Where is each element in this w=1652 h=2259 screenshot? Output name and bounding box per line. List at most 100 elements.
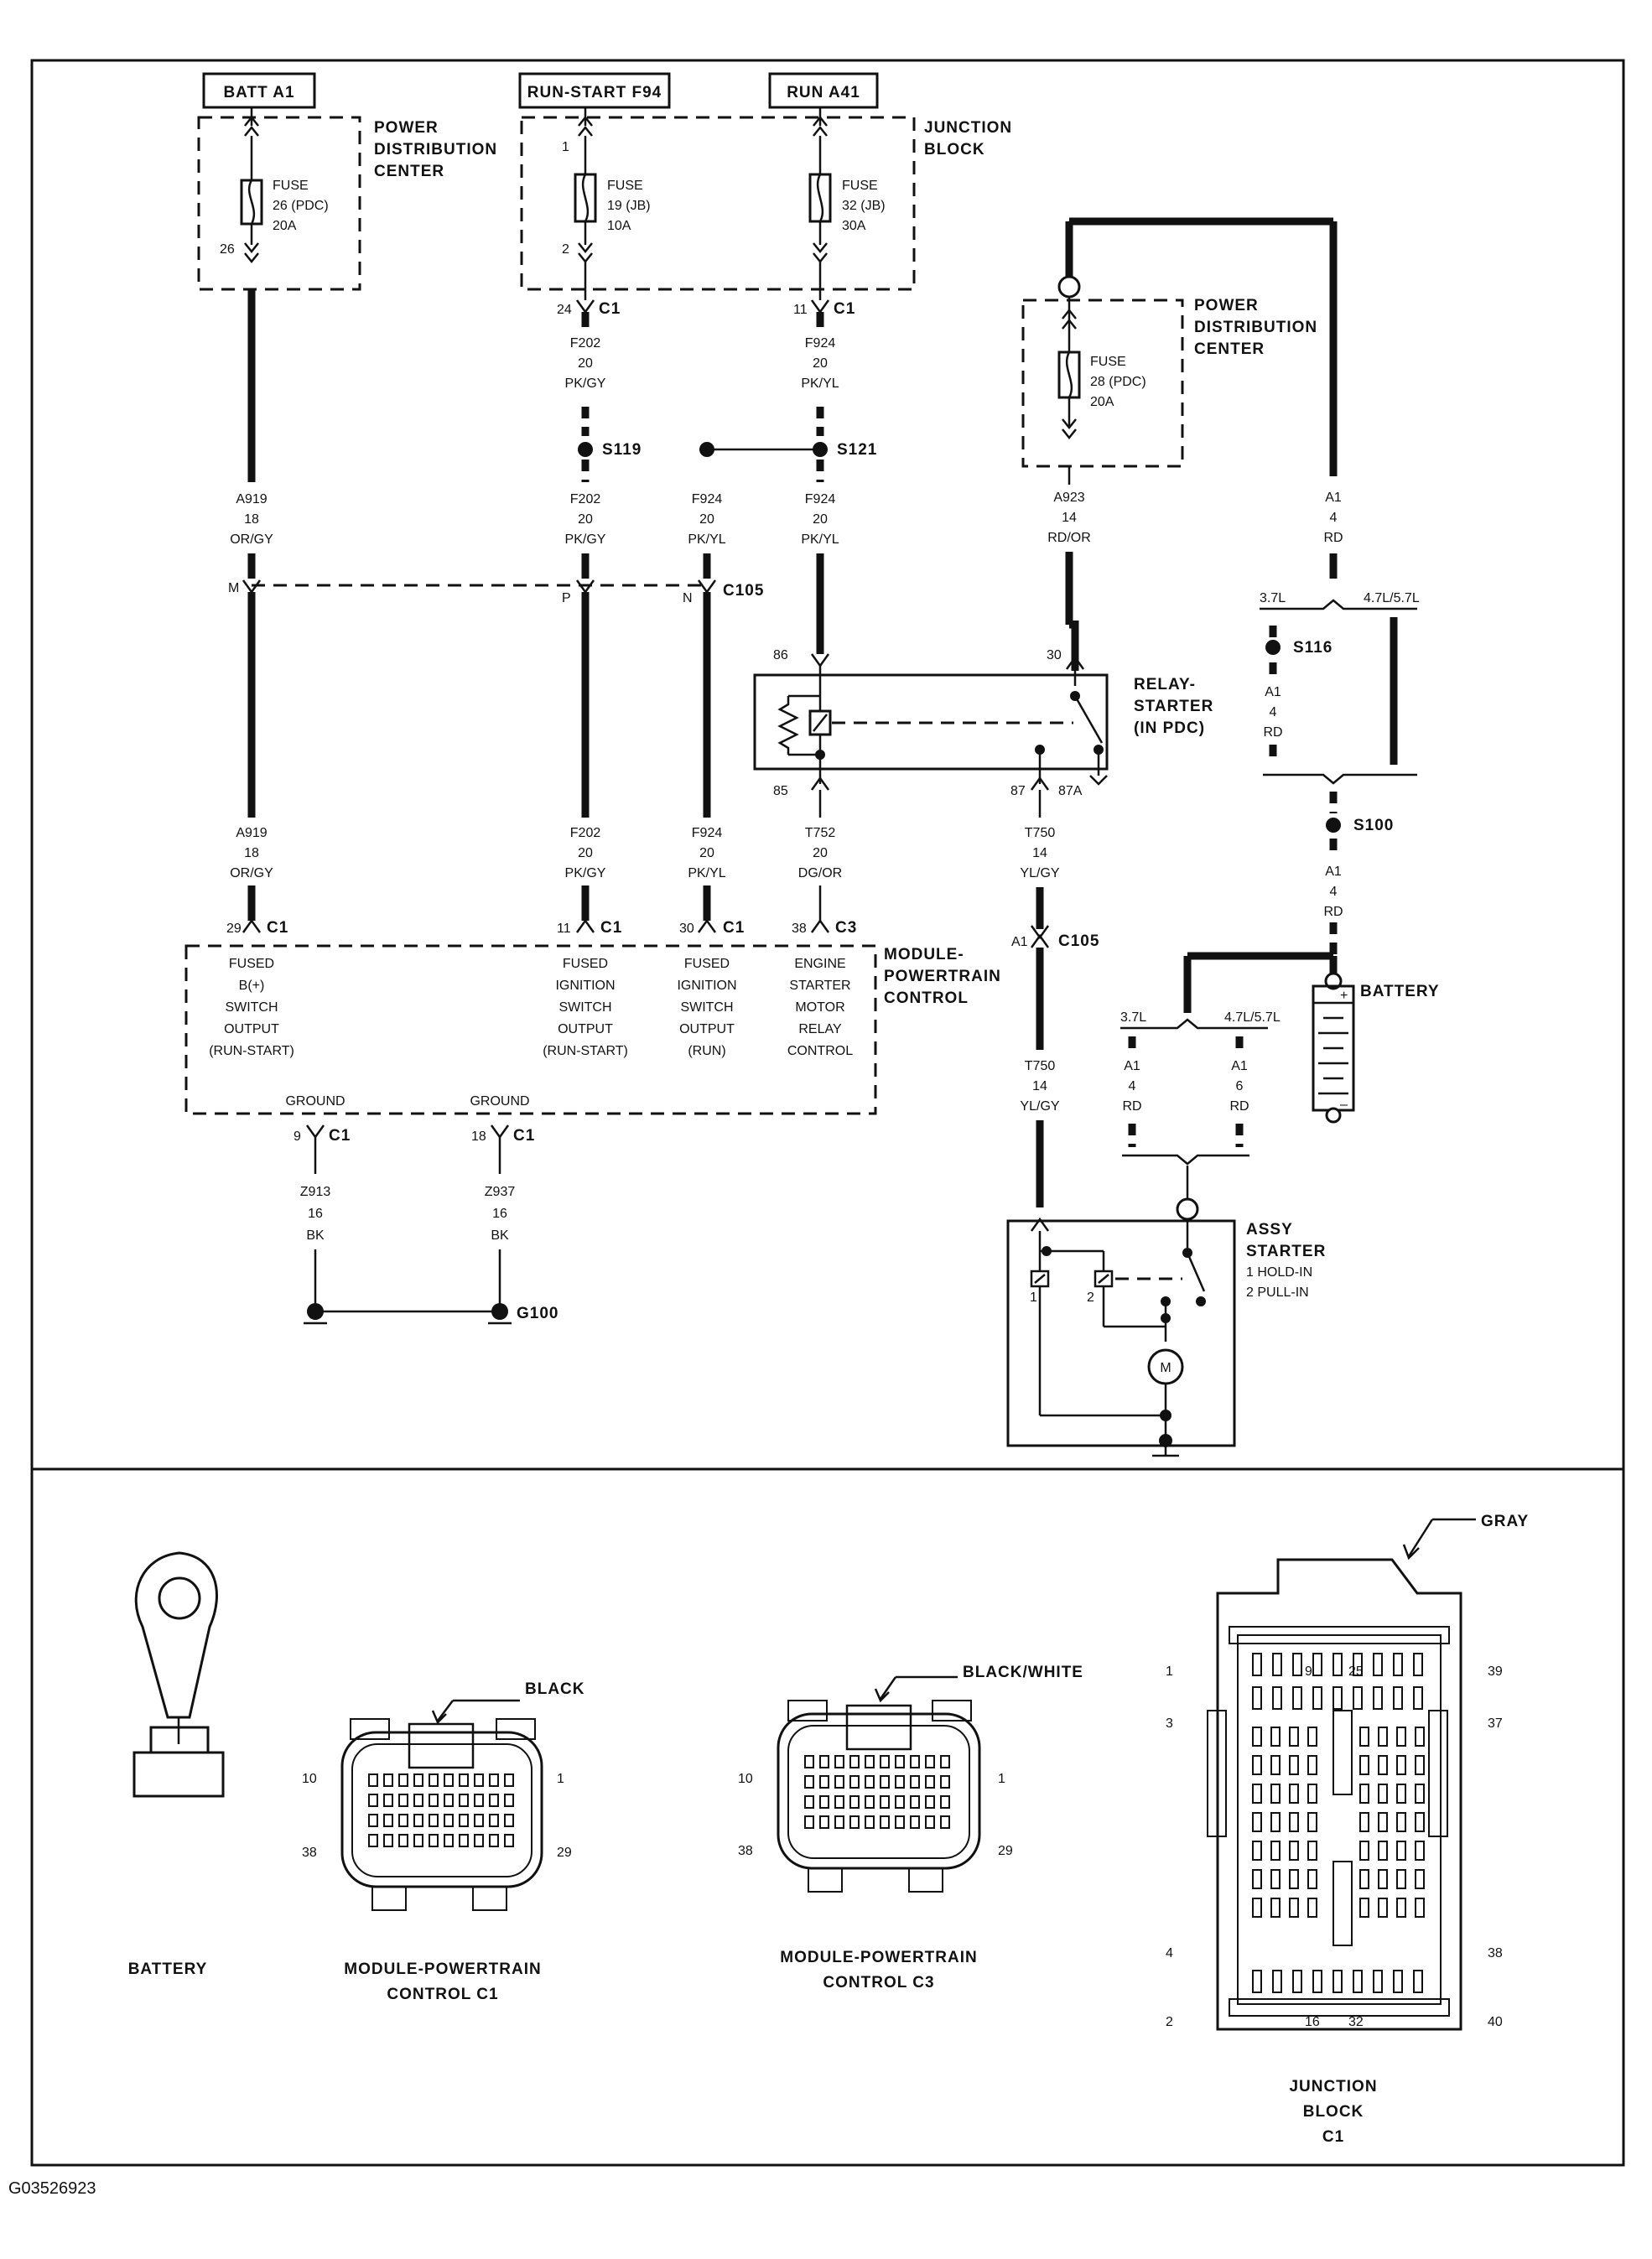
wire-a919: A919 18 OR/GY A919 18 OR/GY 29 C1 xyxy=(226,289,288,937)
pin-cavity xyxy=(413,1794,423,1807)
svg-text:MOTOR: MOTOR xyxy=(795,1000,844,1015)
svg-text:C1: C1 xyxy=(600,919,622,937)
pin-cavity xyxy=(1359,1898,1369,1918)
pin-cavity xyxy=(1289,1784,1299,1804)
svg-text:PK/YL: PK/YL xyxy=(688,532,725,547)
svg-text:CENTER: CENTER xyxy=(374,163,444,180)
pin-cavity xyxy=(1289,1812,1299,1832)
pin-cavity xyxy=(1307,1869,1317,1889)
pin-cavity xyxy=(1396,1784,1406,1804)
pin-cavity xyxy=(925,1775,935,1789)
wire-f924-branch: F924 20 PK/YL F924 20 PK/YL 30 C1 xyxy=(679,442,820,937)
svg-text:16: 16 xyxy=(308,1207,323,1221)
svg-text:18: 18 xyxy=(244,846,259,860)
svg-text:4.7L/5.7L: 4.7L/5.7L xyxy=(1364,591,1420,605)
pin-cavity xyxy=(1359,1727,1369,1747)
svg-text:GROUND: GROUND xyxy=(285,1094,345,1109)
pin-cavity xyxy=(1252,1784,1262,1804)
pin-cavity xyxy=(1252,1686,1262,1710)
pin-cavity xyxy=(1378,1784,1388,1804)
svg-text:18: 18 xyxy=(244,512,259,527)
wire-f202: F202 20 PK/GY S119 F202 20 PK/GY F202 20… xyxy=(557,312,641,937)
svg-text:RD: RD xyxy=(1229,1099,1249,1114)
pin-cavity xyxy=(1252,1653,1262,1676)
svg-text:C105: C105 xyxy=(723,582,764,600)
outer-frame xyxy=(30,59,1625,2167)
svg-text:PK/GY: PK/GY xyxy=(565,866,606,880)
pin-cavity xyxy=(1396,1898,1406,1918)
svg-text:30: 30 xyxy=(679,922,694,936)
svg-text:BLOCK: BLOCK xyxy=(1303,2103,1364,2121)
pin-cavity xyxy=(1415,1841,1425,1861)
svg-text:PK/YL: PK/YL xyxy=(801,376,839,391)
svg-text:GRAY: GRAY xyxy=(1481,1513,1529,1530)
svg-text:F924: F924 xyxy=(805,492,836,506)
pin-cavity xyxy=(474,1834,484,1847)
pin-cavity xyxy=(940,1815,950,1829)
svg-text:RD: RD xyxy=(1323,531,1343,545)
svg-text:PK/YL: PK/YL xyxy=(688,866,725,880)
pin-cavity xyxy=(383,1834,393,1847)
pin-cavity xyxy=(1415,1869,1425,1889)
svg-text:(RUN-START): (RUN-START) xyxy=(209,1044,294,1058)
pin-cavity xyxy=(1359,1755,1369,1775)
svg-text:C105: C105 xyxy=(1058,932,1099,950)
svg-text:C1: C1 xyxy=(723,919,745,937)
svg-text:11: 11 xyxy=(793,303,808,317)
pin-cavity xyxy=(413,1773,423,1787)
svg-text:A1: A1 xyxy=(1265,685,1281,699)
pcm-c3-connector-view: BLACK/WHITE 10 1 38 29 MODULE-POWERTRAIN… xyxy=(738,1664,1083,1992)
svg-text:T750: T750 xyxy=(1025,826,1056,840)
pin-cavity xyxy=(1289,1869,1299,1889)
svg-text:T750: T750 xyxy=(1025,1059,1056,1073)
pdc-top-box: FUSE 26 (PDC) 20A 26 POWER DISTRIBUTION … xyxy=(197,107,496,291)
pin-cavity xyxy=(1359,1841,1369,1861)
pin-cavity xyxy=(880,1795,890,1809)
pin-cavity xyxy=(1307,1841,1317,1861)
pin-cavity xyxy=(474,1794,484,1807)
svg-text:POWERTRAIN: POWERTRAIN xyxy=(884,968,1001,985)
pin-cavity xyxy=(1307,1755,1317,1775)
svg-text:10: 10 xyxy=(302,1772,317,1786)
svg-text:86: 86 xyxy=(773,648,788,662)
pin-cavity xyxy=(1292,1686,1302,1710)
pin-cavity xyxy=(1373,1686,1383,1710)
pin-cavity xyxy=(1252,1970,1262,1993)
svg-text:CONTROL C1: CONTROL C1 xyxy=(387,1986,498,2003)
svg-text:4: 4 xyxy=(1270,705,1277,719)
pin-cavity xyxy=(413,1834,423,1847)
svg-text:20: 20 xyxy=(578,512,593,527)
pin-cavity xyxy=(1378,1869,1388,1889)
pin-cavity xyxy=(1359,1869,1369,1889)
svg-text:C3: C3 xyxy=(835,919,857,937)
svg-text:BATT A1: BATT A1 xyxy=(223,84,294,101)
svg-text:11: 11 xyxy=(557,922,571,936)
pin-cavity xyxy=(504,1773,514,1787)
svg-text:BATTERY: BATTERY xyxy=(128,1960,208,1978)
pin-cavity xyxy=(895,1815,905,1829)
pin-cavity xyxy=(940,1795,950,1809)
pin-cavity xyxy=(413,1814,423,1827)
pin-cavity xyxy=(1413,1970,1423,1993)
pin-cavity xyxy=(1270,1898,1281,1918)
svg-text:2: 2 xyxy=(1166,2015,1173,2029)
relay-starter: 86 85 30 87 87A RELAY- STARTER (IN PDC) xyxy=(753,621,1213,798)
svg-text:38: 38 xyxy=(738,1844,753,1858)
pin-cavity xyxy=(459,1834,469,1847)
pin-cavity xyxy=(819,1775,829,1789)
pin-cavity xyxy=(1270,1727,1281,1747)
pin-cavity xyxy=(834,1755,844,1768)
pin-cavity xyxy=(444,1834,454,1847)
pin-cavity xyxy=(1359,1784,1369,1804)
pin-cavity xyxy=(895,1755,905,1768)
svg-text:F924: F924 xyxy=(805,336,836,351)
svg-text:STARTER: STARTER xyxy=(1246,1243,1326,1260)
pin-cavity xyxy=(804,1795,814,1809)
svg-text:9: 9 xyxy=(1305,1664,1312,1679)
svg-text:39: 39 xyxy=(1488,1664,1503,1679)
pin-cavity xyxy=(459,1794,469,1807)
svg-text:MODULE-POWERTRAIN: MODULE-POWERTRAIN xyxy=(344,1960,541,1978)
svg-text:FUSE: FUSE xyxy=(607,179,643,193)
svg-text:POWER: POWER xyxy=(1194,297,1259,314)
pin-cavity xyxy=(895,1795,905,1809)
